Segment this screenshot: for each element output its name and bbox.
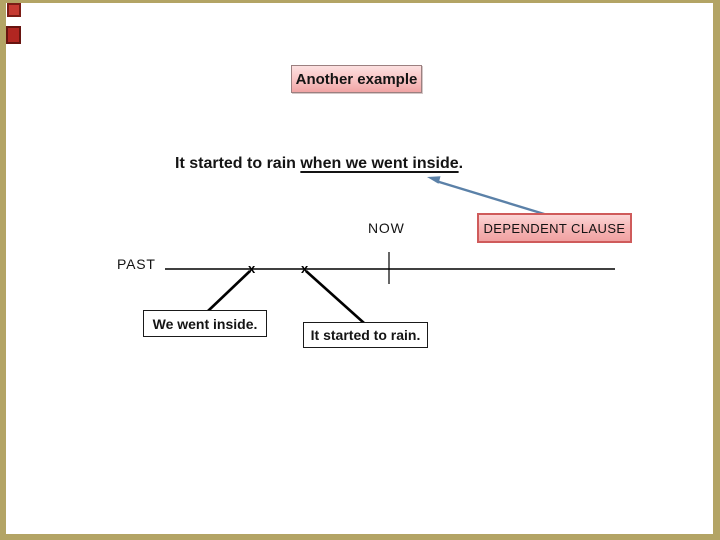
example-sentence: It started to rain when we went inside. bbox=[175, 155, 463, 173]
title-box: Another example bbox=[291, 65, 422, 93]
timeline-x-marker-2: x bbox=[301, 261, 309, 276]
sentence-dependent-clause-underlined: when we went inside bbox=[300, 155, 459, 172]
timeline-x-marker-1: x bbox=[248, 261, 256, 276]
event-box-we-went-inside: We went inside. bbox=[143, 310, 267, 337]
corner-red-square-top bbox=[7, 3, 21, 17]
now-label: NOW bbox=[368, 220, 405, 236]
sentence-prefix: It started to rain bbox=[175, 155, 301, 172]
event-box-it-started-to-rain: It started to rain. bbox=[303, 322, 428, 348]
dependent-clause-label: DEPENDENT CLAUSE bbox=[483, 220, 626, 236]
sentence-suffix: . bbox=[458, 155, 464, 172]
event-box-1-label: We went inside. bbox=[152, 315, 258, 332]
event-box-2-label: It started to rain. bbox=[310, 327, 421, 343]
title-box-label: Another example bbox=[295, 70, 418, 88]
dependent-clause-box: DEPENDENT CLAUSE bbox=[477, 213, 632, 243]
corner-red-square-bottom bbox=[6, 26, 21, 44]
past-label: PAST bbox=[117, 256, 156, 272]
